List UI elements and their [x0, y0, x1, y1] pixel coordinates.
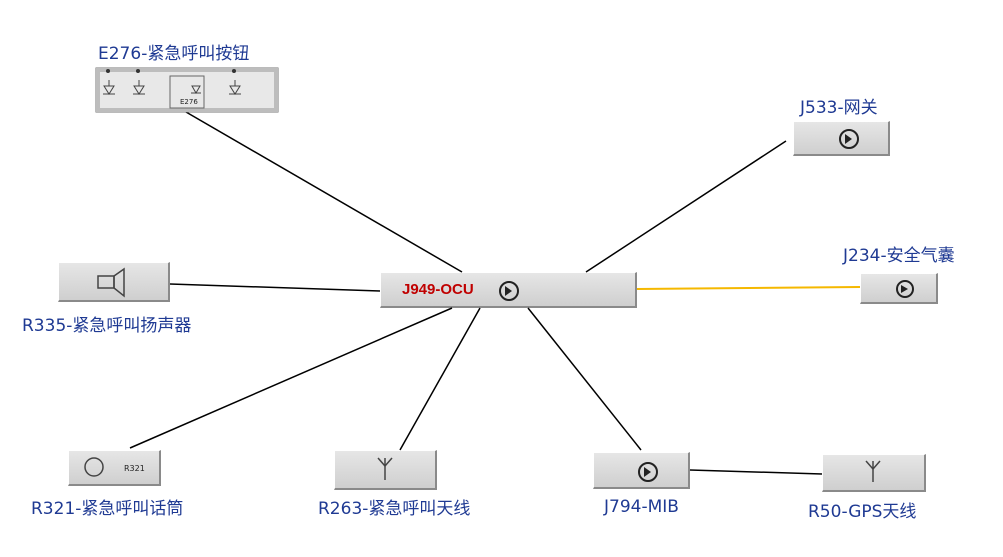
- led-icon: [103, 80, 241, 95]
- antenna-icon: [377, 457, 393, 480]
- r263-label: R263-紧急呼叫天线: [318, 499, 471, 519]
- microphone-icon: [84, 457, 104, 477]
- r321-inner-label: R321: [124, 464, 145, 473]
- r335-label: R335-紧急呼叫扬声器: [22, 316, 192, 336]
- j533-box[interactable]: [793, 121, 890, 156]
- control-unit-icon: [499, 281, 519, 301]
- line-j794: [527, 307, 642, 451]
- e276-component: [95, 67, 279, 113]
- e276-label: E276-紧急呼叫按钮: [98, 44, 250, 64]
- line-j533: [585, 140, 787, 273]
- speaker-icon: [97, 267, 125, 298]
- r321-box[interactable]: [68, 450, 161, 486]
- j533-label: J533-网关: [800, 98, 878, 118]
- control-unit-icon: [638, 462, 658, 482]
- line-r50: [689, 469, 823, 475]
- r321-label: R321-紧急呼叫话筒: [31, 499, 184, 519]
- line-r335: [169, 283, 381, 292]
- line-r263: [399, 307, 481, 451]
- line-e276: [185, 111, 463, 273]
- r50-label: R50-GPS天线: [808, 502, 917, 522]
- line-j234: [636, 286, 861, 290]
- line-r321: [129, 307, 453, 449]
- j234-box[interactable]: [860, 273, 938, 304]
- j949-ocu-label: J949-OCU: [402, 281, 474, 298]
- control-unit-icon: [839, 129, 859, 149]
- j234-label: J234-安全气囊: [843, 246, 955, 266]
- r50-box[interactable]: [822, 454, 926, 492]
- j794-box[interactable]: [593, 452, 690, 489]
- control-unit-icon: [896, 280, 914, 298]
- j794-label: J794-MIB: [604, 497, 679, 517]
- e276-inner-label: E276: [180, 98, 198, 106]
- antenna-icon: [865, 460, 881, 482]
